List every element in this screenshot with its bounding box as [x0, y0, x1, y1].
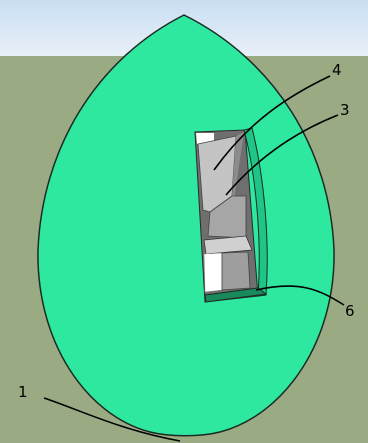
insert-right-rim: [243, 127, 268, 297]
callout-label-3: 3: [340, 101, 350, 119]
callout-label-1: 1: [18, 383, 28, 401]
leader-line-6: [255, 285, 345, 306]
leader-line-3: [225, 114, 339, 196]
insert-middle-panel: [207, 195, 247, 239]
insert-diagonal-band: [232, 132, 244, 200]
insert-bottom-lip: [204, 287, 268, 303]
callout-label-4: 4: [332, 61, 342, 79]
leader-line-4: [213, 75, 331, 171]
leader-line-1: [43, 397, 181, 442]
insert-ledge: [203, 235, 253, 255]
insert-lower-panel: [221, 251, 251, 291]
insert-lower-white: [203, 252, 223, 293]
callout-label-6: 6: [345, 302, 355, 320]
